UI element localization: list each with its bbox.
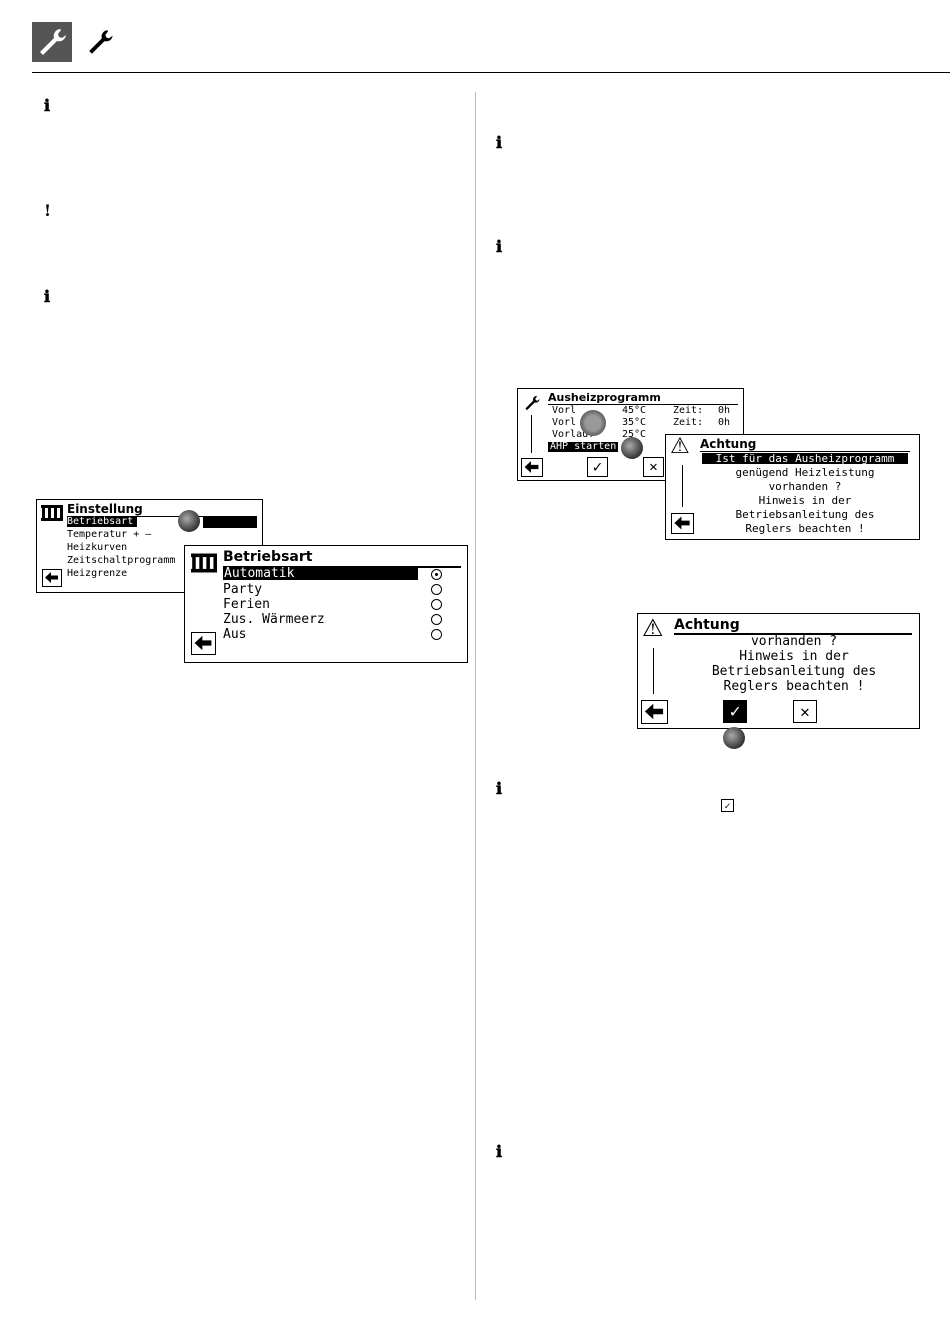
arrow-left-icon: [644, 703, 664, 720]
achtung-line: vorhanden ?: [768, 480, 842, 493]
row-temp: 35°C: [622, 417, 647, 428]
achtung-line: Betriebsanleitung des: [735, 508, 875, 521]
row-label: Vorl: [552, 405, 577, 416]
achtung-title: Achtung: [700, 437, 757, 451]
column-divider: [475, 92, 476, 1300]
confirm-checkbox-selected[interactable]: ✓: [723, 700, 747, 723]
info-icon: ℹ: [44, 96, 51, 115]
back-button[interactable]: [191, 632, 216, 655]
arrow-left-icon: [674, 516, 690, 530]
mode-aus[interactable]: Aus: [223, 627, 247, 642]
achtung-screen-1: ⚠ Achtung Ist für das Ausheizprogramm ge…: [665, 434, 920, 540]
row-zeit: Zeit:: [673, 405, 704, 416]
achtung-line-selected: Ist für das Ausheizprogramm: [702, 453, 908, 464]
row-zeit: Zeit:: [673, 417, 704, 428]
info-icon: ℹ: [496, 133, 503, 152]
row-temp: 25°C: [622, 429, 647, 440]
rotary-knob-icon[interactable]: [580, 410, 606, 436]
warning-icon: ⚠: [670, 434, 690, 459]
info-icon: ℹ: [496, 779, 503, 798]
achtung-line: genügend Heizleistung: [735, 466, 875, 479]
row-temp: 45°C: [622, 405, 647, 416]
rotary-knob-icon[interactable]: [178, 510, 200, 532]
achtung-line: Hinweis in der: [739, 649, 849, 664]
achtung-screen-2: ⚠ Achtung vorhanden ? Hinweis in der Bet…: [637, 613, 920, 729]
menu-item-temperatur[interactable]: Temperatur + –: [67, 529, 152, 540]
radio-ferien[interactable]: [431, 599, 442, 610]
menu-item-zeitschaltprogramm[interactable]: Zeitschaltprogramm: [67, 555, 176, 566]
cancel-checkbox[interactable]: ✕: [643, 457, 664, 477]
betriebsart-screen: Betriebsart Automatik Party Ferien Zus. …: [184, 545, 468, 663]
rotary-knob-icon[interactable]: [621, 437, 643, 459]
achtung-line: Betriebsanleitung des: [711, 664, 877, 679]
info-icon: ℹ: [496, 237, 503, 256]
back-button[interactable]: [521, 458, 543, 477]
mode-ferien[interactable]: Ferien: [223, 597, 270, 612]
menu-item-heizgrenze[interactable]: Heizgrenze: [67, 568, 128, 579]
wrench-icon-box: [32, 22, 72, 62]
mode-automatik[interactable]: Automatik: [223, 567, 418, 580]
ausheiz-title: Ausheizprogramm: [548, 391, 661, 404]
wrench-icon: [82, 24, 118, 60]
row-label: Vorlauf: [552, 429, 595, 440]
mode-party[interactable]: Party: [223, 582, 263, 597]
radio-automatik[interactable]: [431, 569, 442, 580]
achtung-line: Reglers beachten !: [723, 679, 865, 694]
betriebsart-title: Betriebsart: [223, 549, 313, 565]
arrow-left-icon: [45, 572, 58, 583]
row-label: Vorl: [552, 417, 577, 428]
radio-zus-waermeerz[interactable]: [431, 614, 442, 625]
achtung-line: Reglers beachten !: [745, 522, 865, 535]
rotary-knob-icon[interactable]: [723, 727, 745, 749]
radio-aus[interactable]: [431, 629, 442, 640]
row-val: 0h: [718, 417, 731, 428]
achtung-line: vorhanden ?: [750, 634, 838, 649]
warning-mark-icon: !: [44, 201, 52, 220]
header-rule: [32, 72, 950, 73]
warning-icon: ⚠: [642, 614, 664, 642]
checkbox-inline-icon: ✓: [721, 799, 734, 812]
back-button[interactable]: [641, 700, 668, 724]
menu-item-betriebsart[interactable]: Betriebsart: [67, 517, 138, 527]
cancel-checkbox[interactable]: ✕: [793, 700, 817, 723]
confirm-checkbox[interactable]: ✓: [587, 457, 608, 477]
wrench-icon: [40, 29, 66, 55]
row-val: 0h: [718, 405, 731, 416]
radio-party[interactable]: [431, 584, 442, 595]
back-button[interactable]: [42, 569, 62, 587]
achtung-title: Achtung: [674, 617, 740, 633]
back-button[interactable]: [671, 513, 694, 534]
radiator-icon: [41, 505, 63, 521]
mode-zus-waermeerz[interactable]: Zus. Wärmeerz: [223, 612, 325, 627]
radiator-icon: [191, 553, 217, 573]
einstellung-title: Einstellung: [67, 502, 143, 516]
info-icon: ℹ: [496, 1142, 503, 1161]
wrench-icon: [525, 395, 540, 411]
arrow-left-icon: [524, 461, 539, 473]
arrow-left-icon: [194, 635, 212, 651]
ahp-starten-item[interactable]: AHP starten: [548, 441, 619, 452]
achtung-line: Hinweis in der: [758, 494, 852, 507]
info-icon: ℹ: [44, 287, 51, 306]
menu-item-heizkurven[interactable]: Heizkurven: [67, 542, 128, 553]
